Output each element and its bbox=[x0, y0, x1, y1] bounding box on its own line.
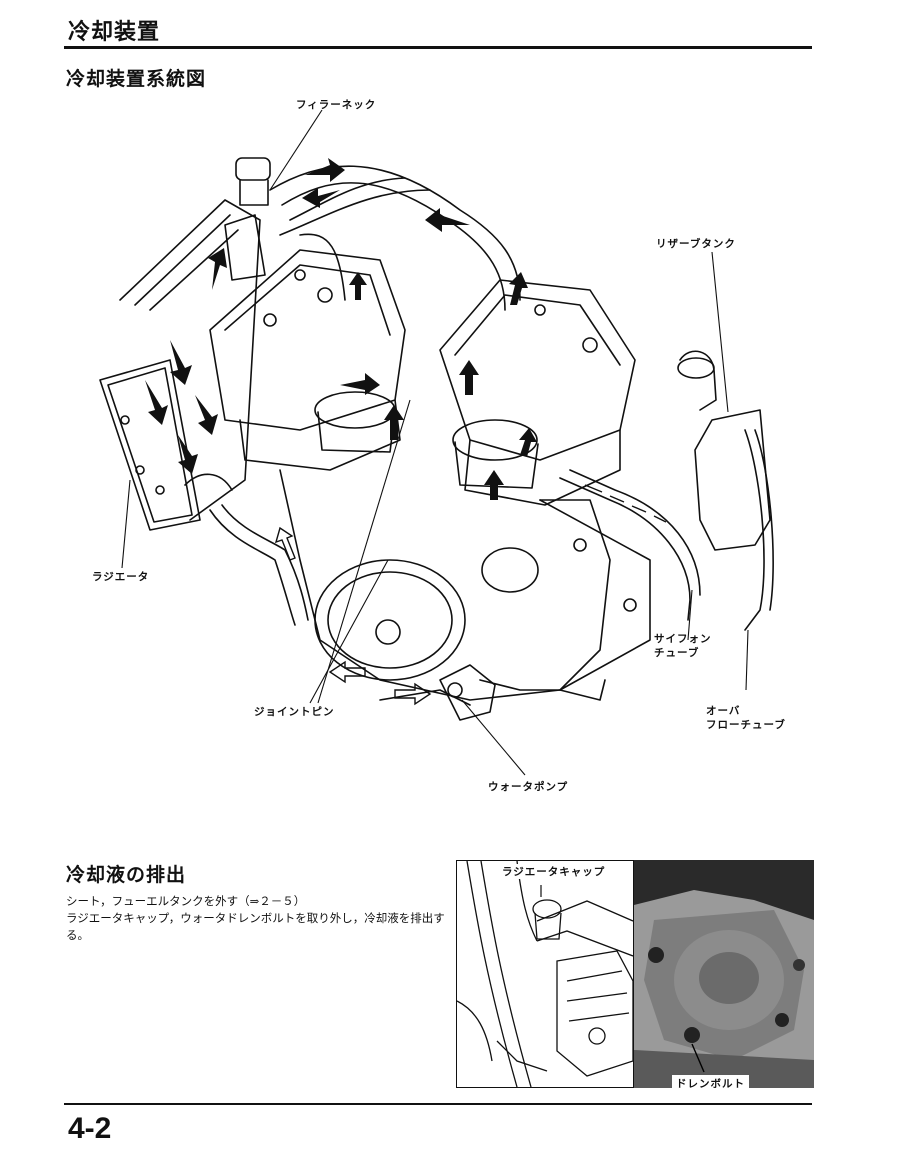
label-joint-pin: ジョイントピン bbox=[254, 706, 335, 718]
label-water-pump: ウォータポンプ bbox=[488, 781, 569, 793]
leader-lines bbox=[121, 109, 749, 776]
siphon-tube-drawing bbox=[559, 477, 691, 621]
chapter-title: 冷却装置 bbox=[68, 20, 161, 45]
water-pump-drawing bbox=[439, 664, 496, 721]
radiator-cap-drawing bbox=[457, 861, 633, 1087]
overflow-tube-drawing bbox=[744, 429, 765, 631]
upper-hoses bbox=[269, 165, 521, 311]
label-radiator: ラジエータ bbox=[92, 571, 150, 583]
filler-neck-drawing bbox=[224, 157, 271, 281]
label-siphon-tube: サイフォン チューブ bbox=[654, 633, 712, 659]
instruction-paragraph-1: シート，フューエルタンクを外す（⇒２－５） bbox=[66, 894, 306, 908]
diagram-section-title: 冷却装置系統図 bbox=[66, 68, 207, 90]
page-number: 4-2 bbox=[68, 1112, 112, 1145]
label-overflow-tube: オーバ フローチューブ bbox=[706, 705, 786, 731]
crankcase-drawing bbox=[279, 469, 651, 701]
flow-arrows bbox=[145, 158, 537, 500]
drain-bolt-photo-image bbox=[634, 860, 814, 1088]
drain-bolt-photo bbox=[634, 860, 814, 1088]
reserve-tank-drawing bbox=[677, 350, 771, 551]
instruction-paragraph-2: ラジエータキャップ，ウォータドレンボルトを取り外し，冷却液を排出する。 bbox=[66, 911, 445, 942]
header-rule bbox=[64, 46, 812, 49]
footer-rule bbox=[64, 1103, 812, 1105]
drain-instructions: シート，フューエルタンクを外す（⇒２－５） ラジエータキャップ，ウォータドレンボ… bbox=[66, 893, 450, 944]
outline-flow-arrows bbox=[274, 484, 667, 706]
label-radiator-cap: ラジエータキャップ bbox=[500, 864, 608, 879]
radiator-drawing bbox=[99, 199, 261, 531]
label-filler-neck: フィラーネック bbox=[296, 99, 377, 111]
cooling-system-diagram bbox=[99, 109, 774, 776]
lower-hoses bbox=[184, 473, 471, 706]
label-reserve-tank: リザーブタンク bbox=[656, 238, 736, 250]
front-cylinder-head bbox=[209, 249, 406, 471]
radiator-cap-illustration bbox=[456, 860, 634, 1088]
label-drain-bolt: ドレンボルト bbox=[672, 1075, 749, 1092]
drain-section-title: 冷却液の排出 bbox=[66, 864, 187, 886]
